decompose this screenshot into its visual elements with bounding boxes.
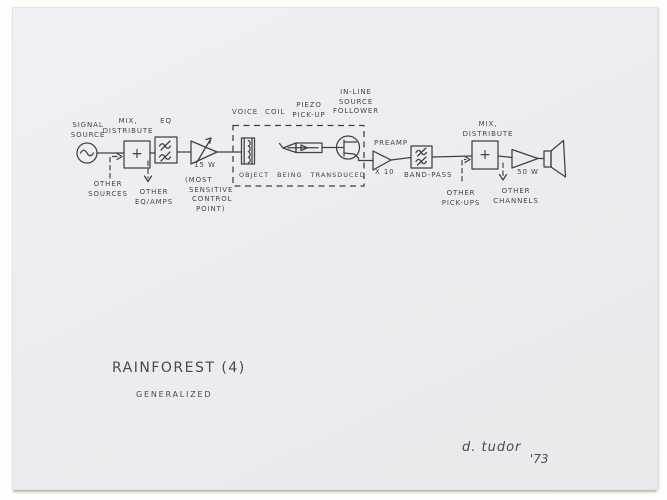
other-channels-arrow	[498, 162, 508, 181]
other-sources-arrow	[109, 152, 123, 179]
paper-sheet	[12, 7, 658, 490]
label-most-sensitive: (MOST SENSITIVE CONTROL POINT)	[185, 176, 234, 213]
wire	[390, 156, 412, 161]
artist-signature: d. tudor	[462, 440, 522, 455]
wire	[497, 155, 513, 159]
label-15w: 15 W	[194, 161, 216, 169]
other-eq-amps-arrow	[143, 160, 153, 183]
object-being-transduced-box	[232, 124, 365, 187]
mixer-right-plus: +	[479, 147, 491, 163]
label-object-being-transduced: OBJECT BEING TRANSDUCED	[239, 171, 366, 179]
signature-year: '73	[530, 452, 549, 466]
label-other-eq-amps: OTHER EQ/AMPS	[134, 188, 174, 206]
label-x10: X 10	[375, 168, 395, 176]
signal-source-symbol	[76, 142, 98, 164]
label-50w: 50 W	[517, 168, 539, 176]
label-signal-source: SIGNAL SOURCE	[70, 121, 106, 139]
label-other-pickups: OTHER PICK-UPS	[441, 189, 481, 207]
label-piezo-pickup: PIEZO PICK-UP	[292, 101, 326, 119]
artwork-title: RAINFOREST (4)	[112, 360, 246, 376]
voice-coil-symbol	[240, 137, 256, 165]
source-follower-symbol	[335, 135, 361, 162]
mixer-left-box	[123, 140, 151, 169]
preamp-symbol	[372, 150, 392, 171]
label-preamp: PREAMP	[374, 139, 408, 147]
label-other-sources: OTHER SOURCES	[88, 180, 128, 198]
artwork-subtitle: GENERALIZED	[136, 390, 213, 399]
amp-15w-symbol	[190, 137, 218, 165]
mixer-left-plus: +	[131, 146, 143, 162]
eq-box	[154, 136, 178, 164]
loudspeaker-symbol	[543, 139, 567, 178]
amp-50w-symbol	[511, 148, 539, 169]
label-in-line-source-follower: IN-LINE SOURCE FOLLOWER	[332, 88, 380, 115]
label-mix-distribute-left: MIX, DISTRIBUTE	[102, 117, 154, 135]
label-other-channels: OTHER CHANNELS	[493, 187, 539, 205]
label-voice-coil: VOICE COIL	[232, 108, 286, 116]
label-band-pass: BAND-PASS	[404, 171, 453, 179]
other-pickups-arrow	[461, 155, 471, 182]
mixer-right-box	[471, 140, 499, 170]
label-eq: EQ	[160, 117, 172, 125]
piezo-pickup-symbol	[278, 142, 323, 154]
band-pass-box	[410, 145, 433, 169]
label-mix-distribute-right: MIX, DISTRIBUTE	[462, 120, 514, 138]
